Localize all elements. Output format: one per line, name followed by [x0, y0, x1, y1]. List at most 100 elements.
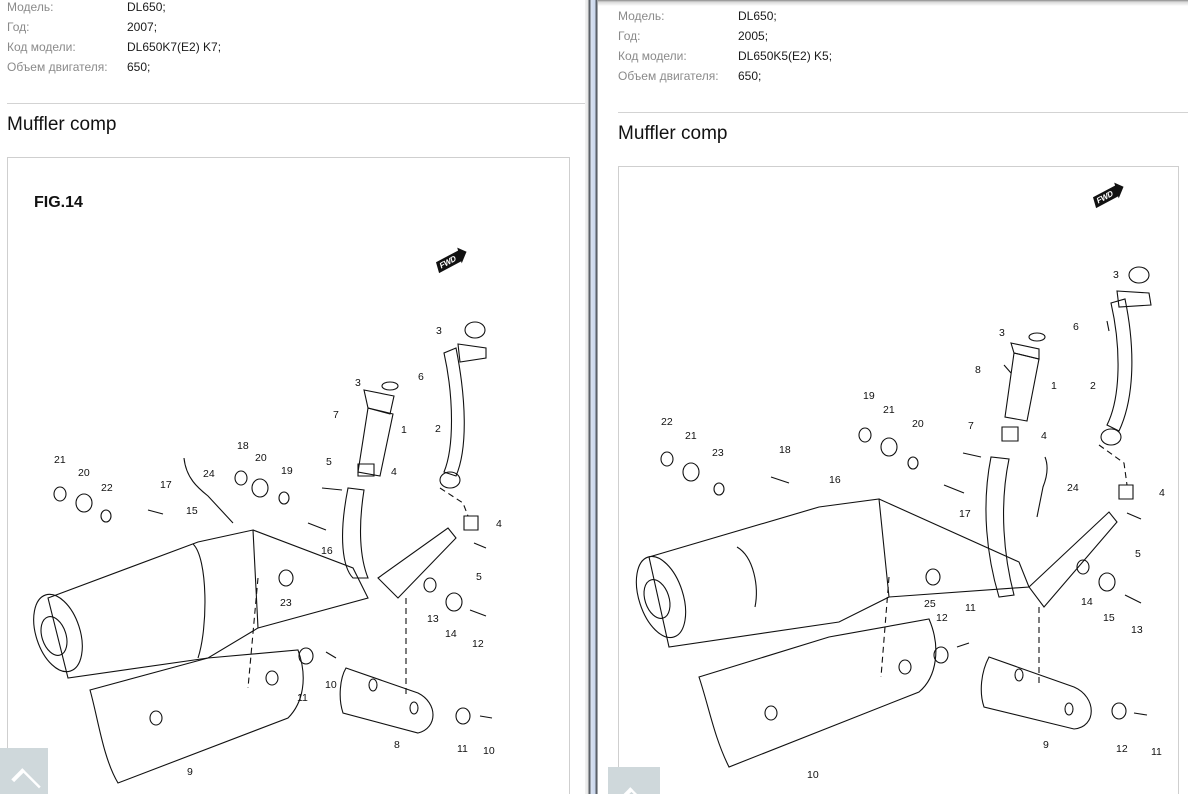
- shield-hole: [899, 660, 911, 674]
- callout: 24: [1067, 482, 1079, 494]
- parts-diagram[interactable]: FIG.14 FWD: [7, 157, 570, 794]
- callout: 14: [1081, 596, 1093, 608]
- callout: 12: [472, 638, 484, 650]
- spec-value: DL650;: [127, 0, 166, 14]
- gasket-3: [1029, 333, 1045, 341]
- spec-label: Объем двигателя:: [7, 60, 108, 74]
- gasket-3: [465, 322, 485, 338]
- callout: 7: [968, 420, 974, 432]
- bolt-14: [1077, 560, 1089, 574]
- parts-diagram[interactable]: FWD: [618, 166, 1179, 794]
- bolt-11: [1134, 713, 1147, 715]
- callout: 4: [1159, 487, 1165, 499]
- pipe-2-flange: [458, 344, 486, 362]
- shield-hole: [410, 702, 418, 714]
- washer-19: [859, 428, 871, 442]
- callout: 4: [496, 518, 502, 530]
- spec-row-model-code: Код модели:DL650K7(E2) K7;: [7, 37, 221, 57]
- muffler-end-cap: [25, 588, 92, 678]
- left-panel: Модель:DL650; Год:2007; Код модели:DL650…: [0, 0, 585, 794]
- callout: 9: [1043, 739, 1049, 751]
- callout: 19: [863, 390, 875, 402]
- callout: 10: [807, 769, 819, 781]
- exhaust-pipe-2: [444, 348, 464, 476]
- spec-label: Код модели:: [618, 49, 687, 63]
- scroll-to-top-button[interactable]: [608, 767, 660, 794]
- callout: 12: [936, 612, 948, 624]
- chevron-up-icon: [11, 768, 41, 794]
- muffler-rear: [253, 530, 368, 628]
- washer-22: [101, 510, 111, 522]
- bolt-8: [1004, 365, 1011, 373]
- exhaust-drawing: [619, 167, 1178, 794]
- callout: 14: [445, 628, 457, 640]
- callout: 11: [297, 692, 308, 704]
- bushing-25: [926, 569, 940, 585]
- muffler-rear: [879, 499, 1029, 597]
- callout: 16: [321, 545, 333, 557]
- chevron-up-icon: [619, 787, 649, 794]
- exhaust-pipe-1: [1005, 353, 1039, 421]
- callout: 23: [280, 597, 292, 609]
- right-panel: Модель:DL650; Год:2005; Код модели:DL650…: [598, 0, 1188, 794]
- heat-shield-10: [699, 619, 936, 767]
- muffler-end-cap: [627, 550, 695, 643]
- callout: 3: [999, 327, 1005, 339]
- bolt-22: [661, 452, 673, 466]
- bolt-17: [148, 510, 163, 514]
- bolt-13: [1125, 595, 1141, 603]
- bushing-20: [252, 479, 268, 497]
- callout: 19: [281, 465, 293, 477]
- bolt-11: [957, 643, 969, 647]
- gasket-3: [1129, 267, 1149, 283]
- gasket-3: [382, 382, 398, 390]
- muffler-band: [737, 547, 756, 607]
- spec-value: DL650K5(E2) K5;: [738, 49, 833, 63]
- callout: 13: [1131, 624, 1143, 636]
- top-shadow: [598, 0, 1188, 6]
- washer-20: [908, 457, 918, 469]
- heat-shield-9: [981, 657, 1091, 729]
- shield-hole: [1065, 703, 1073, 715]
- connector-4: [1002, 427, 1018, 441]
- callout: 5: [476, 571, 482, 583]
- dashed-leader: [1099, 445, 1127, 485]
- shield-hole: [150, 711, 162, 725]
- callout: 9: [187, 766, 193, 778]
- specs-list: Модель:DL650; Год:2007; Код модели:DL650…: [7, 0, 221, 77]
- pipe-front: [343, 488, 368, 578]
- scroll-to-top-button[interactable]: [0, 748, 48, 794]
- callout: 18: [779, 444, 791, 456]
- muffler-body: [649, 499, 889, 647]
- spec-label: Объем двигателя:: [618, 69, 719, 83]
- spec-row-model: Модель:DL650;: [7, 0, 221, 17]
- pipe-2-end: [440, 472, 460, 488]
- bushing-23: [279, 570, 293, 586]
- spec-value: DL650;: [738, 9, 777, 23]
- callout: 6: [418, 371, 424, 383]
- bushing-21: [683, 463, 699, 481]
- collector-pipe: [1029, 512, 1117, 607]
- callout: 16: [829, 474, 841, 486]
- callout: 15: [1103, 612, 1115, 624]
- bushing-21: [881, 438, 897, 456]
- callout: 21: [685, 430, 697, 442]
- bolt-5: [474, 543, 486, 548]
- callout: 24: [203, 468, 215, 480]
- washer-19: [279, 492, 289, 504]
- pane-splitter[interactable]: [585, 0, 598, 794]
- spec-label: Год:: [7, 20, 30, 34]
- divider-line: [7, 103, 585, 104]
- connector-4: [358, 464, 374, 476]
- callout: 21: [883, 404, 895, 416]
- callout: 25: [924, 598, 936, 610]
- bolt-10: [480, 716, 492, 718]
- pipe-1-flange: [1011, 343, 1039, 359]
- callout: 6: [1073, 321, 1079, 333]
- spec-value: 650;: [127, 60, 151, 74]
- pipe-2-end: [1101, 429, 1121, 445]
- spec-value: DL650K7(E2) K7;: [127, 40, 222, 54]
- bushing-11: [456, 708, 470, 724]
- callout: 5: [326, 456, 332, 468]
- callout: 20: [912, 418, 924, 430]
